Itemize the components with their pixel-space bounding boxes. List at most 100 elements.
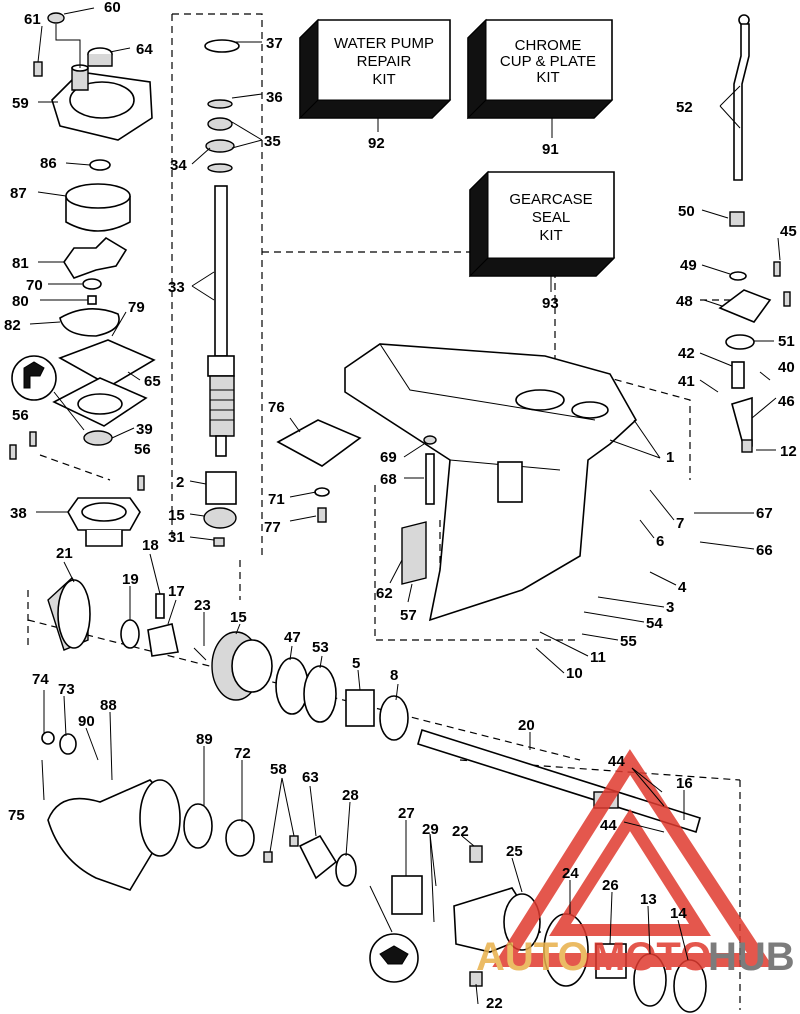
part-label-21: 21	[56, 545, 73, 562]
part-label-35: 35	[264, 133, 281, 150]
forward-gear	[47, 576, 91, 651]
part-label-8: 8	[390, 667, 398, 684]
part-label-54: 54	[646, 615, 663, 632]
part-label-56: 56	[12, 407, 29, 424]
kit-chrome-line-1: CHROME	[515, 37, 582, 54]
part-label-49: 49	[680, 257, 697, 274]
part-label-44: 44	[608, 753, 625, 770]
part-label-3: 3	[666, 599, 674, 616]
part-label-34: 34	[170, 157, 187, 174]
part-label-66: 66	[756, 542, 773, 559]
part-label-73: 73	[58, 681, 75, 698]
part-label-2: 2	[176, 474, 184, 491]
part-label-18: 18	[142, 537, 159, 554]
part-label-64: 64	[136, 41, 153, 58]
part-label-15: 15	[230, 609, 247, 626]
pump-base	[9, 431, 145, 547]
kit-gearcase-seal-line-3: KIT	[539, 227, 562, 244]
part-label-82: 82	[4, 317, 21, 334]
part-label-57: 57	[400, 607, 417, 624]
water-pump-housing	[33, 12, 153, 141]
part-label-89: 89	[196, 731, 213, 748]
part-label-65: 65	[144, 373, 161, 390]
kit-box-gearcase-seal: GEARCASE SEAL KIT	[468, 170, 616, 292]
kit-water-pump-line-1: WATER PUMP	[334, 35, 434, 52]
part-label-67: 67	[756, 505, 773, 522]
kit-water-pump-line-3: KIT	[372, 71, 395, 88]
part-label-46: 46	[778, 393, 795, 410]
part-label-22: 22	[486, 995, 503, 1012]
part-label-1: 1	[666, 449, 674, 466]
part-label-45: 45	[780, 223, 797, 240]
part-label-93: 93	[542, 295, 559, 312]
part-label-22: 22	[452, 823, 469, 840]
part-label-51: 51	[778, 333, 795, 350]
part-label-87: 87	[10, 185, 27, 202]
clutch-parts	[120, 593, 207, 661]
part-label-53: 53	[312, 639, 329, 656]
part-label-90: 90	[78, 713, 95, 730]
part-label-41: 41	[678, 373, 695, 390]
thrust-washers	[275, 657, 409, 741]
part-label-37: 37	[266, 35, 283, 52]
part-label-44: 44	[600, 817, 617, 834]
kit-gearcase-seal-line-2: SEAL	[532, 209, 570, 226]
part-label-26: 26	[602, 877, 619, 894]
part-label-29: 29	[422, 821, 439, 838]
kit-gearcase-seal-line-1: GEARCASE	[509, 191, 592, 208]
part-label-6: 6	[656, 533, 664, 550]
kit-box-water-pump: WATER PUMP REPAIR KIT	[298, 18, 452, 132]
part-label-58: 58	[270, 761, 287, 778]
part-label-68: 68	[380, 471, 397, 488]
part-label-61: 61	[24, 11, 41, 28]
part-label-13: 13	[640, 891, 657, 908]
impeller-cup	[65, 159, 131, 232]
part-label-4: 4	[678, 579, 687, 596]
part-label-62: 62	[376, 585, 393, 602]
part-label-12: 12	[780, 443, 797, 460]
part-label-7: 7	[676, 515, 684, 532]
watermark-logo: AUTO MOTO HUB	[476, 749, 795, 979]
part-label-60: 60	[104, 0, 121, 16]
impeller	[59, 236, 128, 337]
part-label-15: 15	[168, 507, 185, 524]
part-label-48: 48	[676, 293, 693, 310]
part-label-19: 19	[122, 571, 139, 588]
part-label-80: 80	[12, 293, 29, 310]
part-label-79: 79	[128, 299, 145, 316]
part-label-17: 17	[168, 583, 185, 600]
part-label-77: 77	[264, 519, 281, 536]
drive-shaft	[203, 39, 240, 547]
part-label-36: 36	[266, 89, 283, 106]
part-label-39: 39	[136, 421, 153, 438]
part-label-16: 16	[676, 775, 693, 792]
part-label-27: 27	[398, 805, 415, 822]
part-label-33: 33	[168, 279, 185, 296]
watermark-text-1: AUTO	[476, 935, 589, 979]
part-label-72: 72	[234, 745, 251, 762]
part-label-88: 88	[100, 697, 117, 714]
kit-chrome-line-2: CUP & PLATE	[500, 53, 596, 70]
part-label-10: 10	[566, 665, 583, 682]
reverse-gear	[211, 631, 273, 701]
part-label-71: 71	[268, 491, 285, 508]
part-label-23: 23	[194, 597, 211, 614]
kit-box-chrome: CHROME CUP & PLATE KIT	[466, 18, 614, 138]
part-label-92: 92	[368, 135, 385, 152]
part-label-75: 75	[8, 807, 25, 824]
kit-chrome-line-3: KIT	[536, 69, 559, 86]
leader-lines	[29, 7, 781, 1005]
part-label-69: 69	[380, 449, 397, 466]
part-label-5: 5	[352, 655, 360, 672]
part-label-42: 42	[678, 345, 695, 362]
part-label-25: 25	[506, 843, 523, 860]
part-label-70: 70	[26, 277, 43, 294]
part-label-50: 50	[678, 203, 695, 220]
watermark-text-3: HUB	[708, 935, 795, 979]
part-label-55: 55	[620, 633, 637, 650]
part-label-24: 24	[562, 865, 579, 882]
gear-housing	[276, 343, 638, 622]
part-label-91: 91	[542, 141, 559, 158]
